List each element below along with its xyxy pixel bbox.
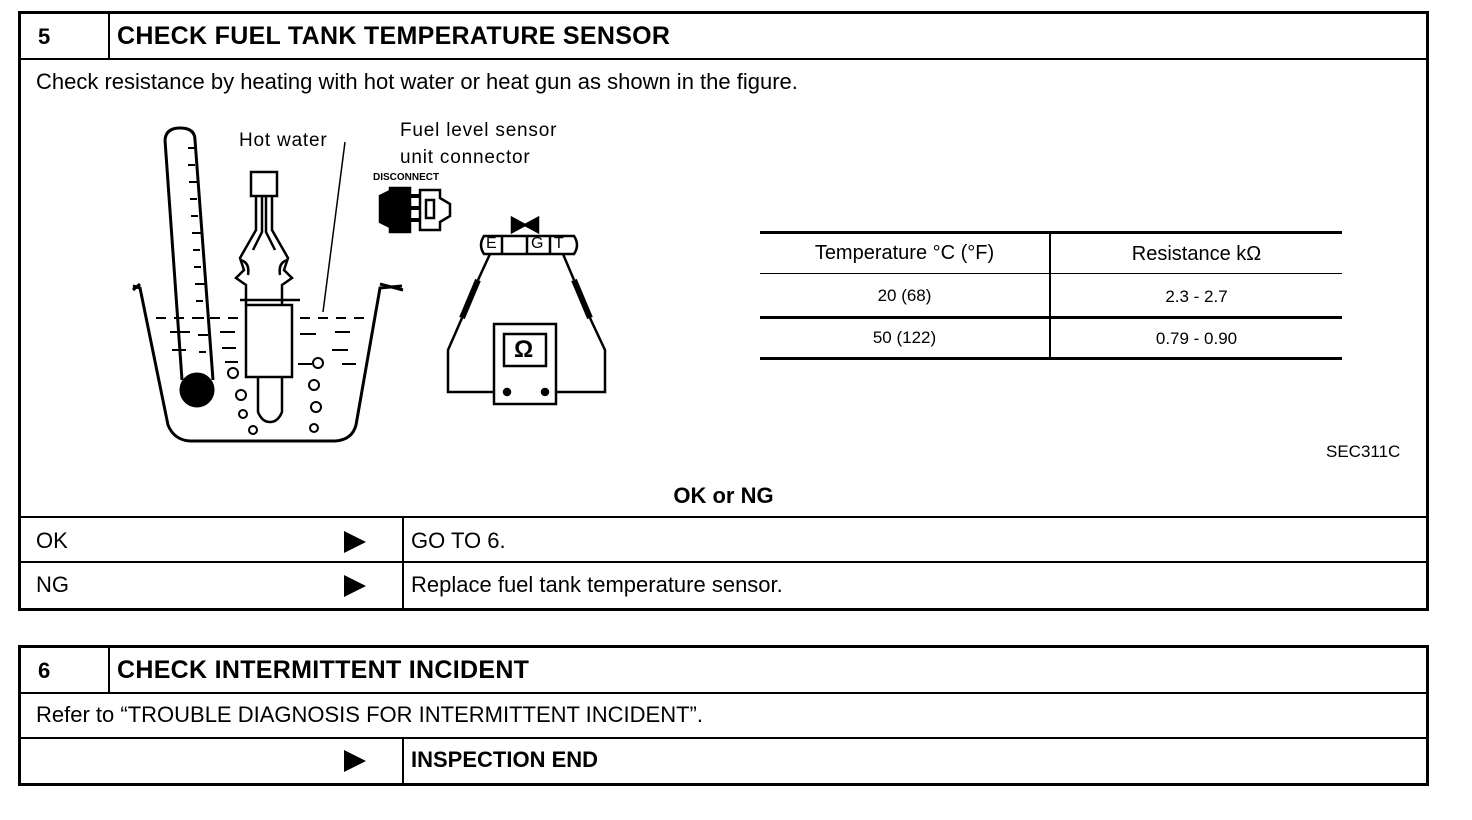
step6-box xyxy=(18,645,1429,786)
step5-number: 5 xyxy=(38,24,51,49)
result-ok-condition: OK xyxy=(36,528,68,553)
terminal-connector-icon xyxy=(479,215,579,256)
result-heading: OK or NG xyxy=(673,483,774,508)
connector-label-line2: unit connector xyxy=(400,147,531,168)
terminal-t-label: T xyxy=(554,235,564,252)
result-ng-arrow-icon xyxy=(344,575,366,597)
step6-instruction: Refer to “TROUBLE DIAGNOSIS FOR INTERMIT… xyxy=(36,702,703,727)
step5-instruction: Check resistance by heating with hot wat… xyxy=(36,69,798,94)
step6-result-action: INSPECTION END xyxy=(411,747,599,772)
step5-results-top-rule xyxy=(20,516,1427,518)
hot-water-label: Hot water xyxy=(239,130,328,151)
step5-number-divider xyxy=(108,13,110,59)
temperature-sensor-icon xyxy=(234,170,300,424)
spec-table-row-rule xyxy=(760,316,1342,319)
spec-table-bottom-rule xyxy=(760,357,1342,360)
ohmmeter-leads-icon xyxy=(446,253,607,394)
connector-label-line1: Fuel level sensor xyxy=(400,120,558,141)
step6-number-divider xyxy=(108,647,110,693)
step6-body-divider xyxy=(20,737,1427,739)
step6-result-arrow-icon xyxy=(344,750,366,772)
disconnect-connector-icon xyxy=(378,186,452,234)
step5-results-mid-rule xyxy=(20,561,1427,563)
sensor-test-figure xyxy=(132,126,607,443)
result-ng-condition: NG xyxy=(36,572,69,597)
terminal-g-label: G xyxy=(531,235,544,252)
step5-title: CHECK FUEL TANK TEMPERATURE SENSOR xyxy=(117,22,671,50)
spec-header-temperature: Temperature °C (°F) xyxy=(814,242,995,264)
result-ok-arrow-icon xyxy=(344,531,366,553)
step5-results-divider xyxy=(402,517,404,609)
step5-box xyxy=(18,11,1429,611)
step6-result-divider xyxy=(402,738,404,784)
result-ng-action: Replace fuel tank temperature sensor. xyxy=(411,572,783,597)
thermometer-icon xyxy=(163,126,215,408)
spec-row1-temperature: 20 (68) xyxy=(877,286,932,305)
hot-water-icon xyxy=(156,141,370,435)
spec-row2-temperature: 50 (122) xyxy=(872,328,937,347)
spec-header-resistance: Resistance kΩ xyxy=(1131,243,1262,265)
result-ok-action: GO TO 6. xyxy=(411,528,506,553)
step5-header-divider xyxy=(20,58,1427,60)
step6-header-divider xyxy=(20,692,1427,694)
beaker-icon xyxy=(132,282,404,443)
spec-table-top-rule xyxy=(760,231,1342,234)
spec-row1-resistance: 2.3 - 2.7 xyxy=(1165,287,1228,306)
figure-code: SEC311C xyxy=(1326,442,1401,461)
spec-table-column-divider xyxy=(1049,233,1051,359)
ohmmeter-icon xyxy=(492,322,558,406)
spec-table-header-rule xyxy=(760,273,1342,274)
spec-row2-resistance: 0.79 - 0.90 xyxy=(1155,329,1238,348)
step6-number: 6 xyxy=(38,658,51,683)
disconnect-label: DISCONNECT xyxy=(373,172,440,183)
terminal-e-label: E xyxy=(486,235,497,252)
step6-title: CHECK INTERMITTENT INCIDENT xyxy=(117,656,530,684)
ohm-symbol: Ω xyxy=(514,336,534,363)
